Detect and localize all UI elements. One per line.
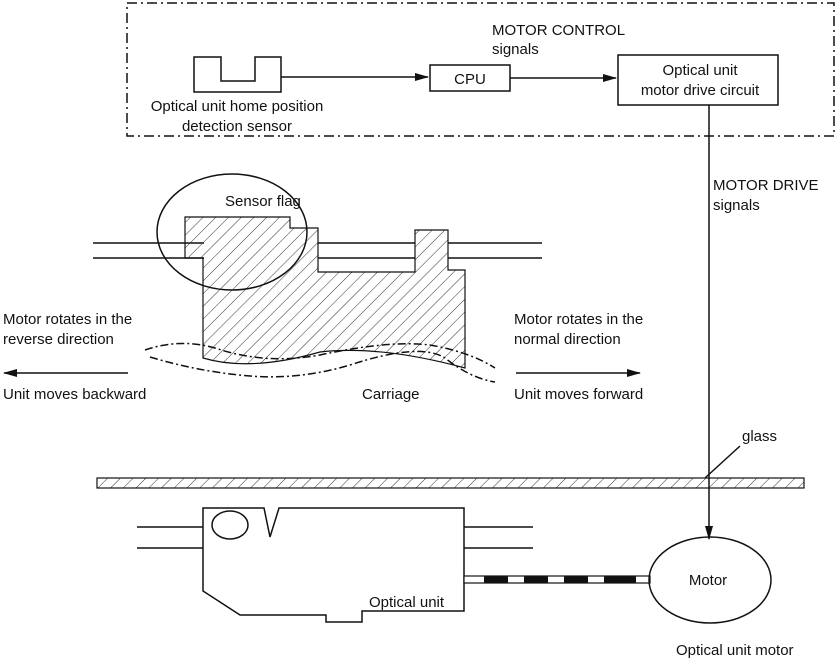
cpu-label: CPU — [454, 71, 486, 88]
motor-control-label-line2: signals — [492, 41, 539, 58]
sensor-flag-circle — [156, 173, 308, 291]
motor-label: Motor — [689, 572, 727, 589]
backward-label: Unit moves backward — [3, 386, 146, 403]
normal-label-line2: normal direction — [514, 331, 621, 348]
carriage-label: Carriage — [362, 386, 420, 403]
sensor-label-line1: Optical unit home position — [151, 98, 324, 115]
optical-unit-lens-icon — [211, 510, 249, 540]
carriage-body — [184, 216, 466, 369]
drive-circuit-label-line1: Optical unit — [662, 62, 738, 79]
carriage-break-line-lower — [149, 350, 496, 383]
glass-plate — [96, 477, 805, 489]
reverse-label-line2: reverse direction — [3, 331, 114, 348]
drive-belt-segments — [484, 576, 636, 583]
forward-label: Unit moves forward — [514, 386, 643, 403]
motor-control-label-line1: MOTOR CONTROL — [492, 22, 625, 39]
drive-belt — [463, 575, 651, 584]
optical-unit-body — [202, 507, 465, 623]
motor-drive-label-line2: signals — [713, 197, 760, 214]
home-position-sensor-icon — [193, 56, 282, 93]
sensor-label-line2: detection sensor — [182, 118, 292, 135]
drive-circuit-label-line2: motor drive circuit — [641, 82, 760, 99]
normal-label-line1: Motor rotates in the — [514, 311, 643, 328]
carriage-break-line-upper — [144, 342, 496, 369]
sensor-flag-label: Sensor flag — [225, 193, 301, 210]
reverse-label-line1: Motor rotates in the — [3, 311, 132, 328]
optical-unit-rails — [137, 526, 533, 549]
motor-circle — [648, 536, 772, 624]
glass-label: glass — [742, 428, 777, 445]
optical-unit-label: Optical unit — [369, 594, 445, 611]
motor-drive-label-line1: MOTOR DRIVE — [713, 177, 819, 194]
drive-circuit-box — [617, 54, 779, 106]
optical-unit-motor-label: Optical unit motor — [676, 642, 794, 659]
glass-leader-line — [704, 445, 741, 479]
